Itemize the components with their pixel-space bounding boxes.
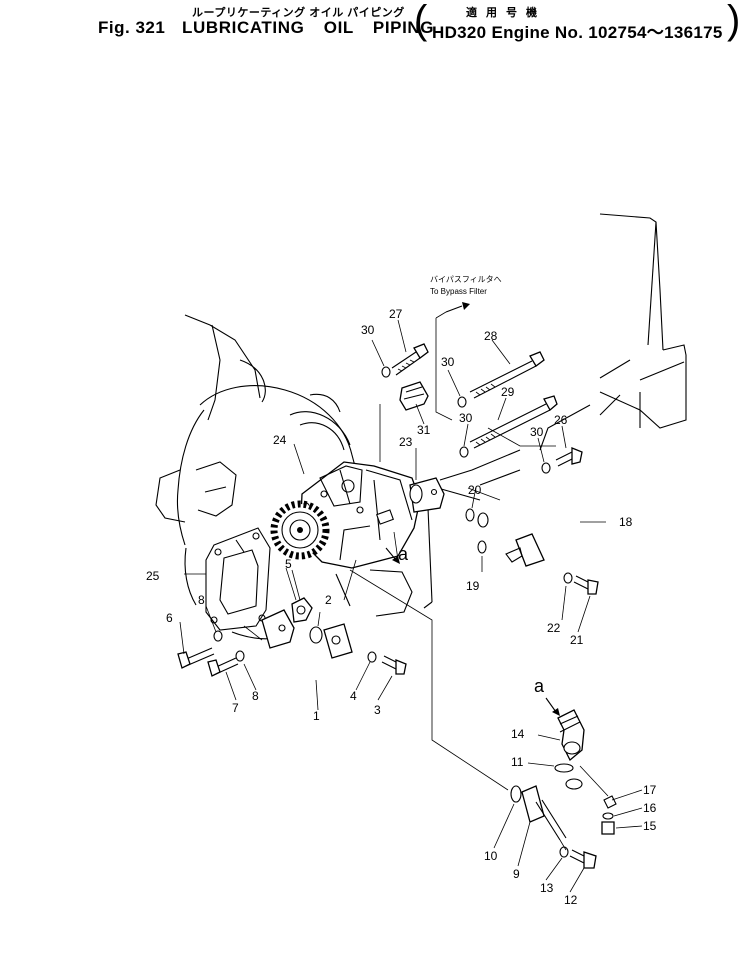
connector-a-label-upper: a [398,544,409,564]
callout-13: 13 [540,881,554,895]
o-ring-11 [554,763,574,773]
bolt-15-washers-16-17 [601,795,617,835]
callout-23: 23 [399,435,413,449]
callout-30-c: 30 [459,411,473,425]
bolt-12-washer-13 [559,846,597,869]
callout-25: 25 [146,569,160,583]
callout-24: 24 [273,433,287,447]
bypass-filter-note-en: To Bypass Filter [430,287,487,296]
callout-30-a: 30 [361,323,375,337]
bolt-3-washer-4 [367,651,407,675]
callout-27: 27 [389,307,403,321]
callout-1: 1 [313,709,320,723]
callout-15: 15 [643,819,657,833]
gasket-25 [205,527,271,631]
connector-a-label-lower: a [534,676,545,696]
callout-30-b: 30 [441,355,455,369]
callout-8-upper: 8 [198,593,205,607]
elbow-14 [557,709,585,762]
callout-5: 5 [285,557,292,571]
callout-labels: 1 2 3 4 5 6 7 8 8 9 10 11 12 13 14 15 16… [146,307,657,907]
o-ring-10 [510,785,522,803]
callout-14: 14 [511,727,525,741]
bolt-27 [391,343,429,376]
elbow-23 [409,477,445,513]
callout-6: 6 [166,611,173,625]
tube-1 [261,609,364,680]
callout-17: 17 [643,783,657,797]
callout-28: 28 [484,329,498,343]
callout-18: 18 [619,515,633,529]
callout-2: 2 [325,593,332,607]
callout-16: 16 [643,801,657,815]
callout-9: 9 [513,867,520,881]
callout-10: 10 [484,849,498,863]
bypass-filter-note-jp: バイパスフィルタへ [430,275,502,284]
bolt-28 [469,351,545,399]
o-rings-20-19 [465,508,487,554]
gasket-5 [291,597,313,623]
callout-29: 29 [501,385,515,399]
callout-19: 19 [466,579,480,593]
callout-11: 11 [511,755,524,769]
bolt-29 [469,395,558,449]
japanese-applicable-label: 適用号機 [466,7,546,19]
page-title: LUBRICATING OIL PIPING [182,18,435,37]
close-paren-glyph: ) [727,0,741,42]
callout-7: 7 [232,701,239,715]
open-paren-glyph: ( [414,0,428,42]
callout-21: 21 [570,633,584,647]
bolt-26 [555,447,583,467]
callout-26: 26 [554,413,568,427]
leader-lines [179,319,643,893]
callout-12: 12 [564,893,578,907]
callout-20: 20 [468,483,482,497]
washers-30 [381,366,551,474]
figure-number: Fig. 321 [98,18,166,37]
callout-8-lower: 8 [252,689,259,703]
tube-9 [521,778,583,841]
applicable-model-line: HD320 Engine No. 102754～136175 [432,23,723,42]
callout-31: 31 [417,423,431,437]
tube-18 [477,501,579,575]
callout-22: 22 [547,621,561,635]
bolt-21-washer-22 [563,572,599,595]
callout-4: 4 [350,689,357,703]
o-ring-2 [309,626,323,644]
japanese-title: ループリケーティング オイル パイピング [192,7,405,19]
pump-drive-gear [270,500,330,560]
callout-30-d: 30 [530,425,544,439]
reference-lines [243,311,609,851]
callout-3: 3 [374,703,381,717]
fitting-31 [399,381,429,411]
bypass-filter-arrow [445,302,470,313]
bolt-6-7-washers-8 [177,630,245,677]
connector-a-arrows [385,547,560,716]
